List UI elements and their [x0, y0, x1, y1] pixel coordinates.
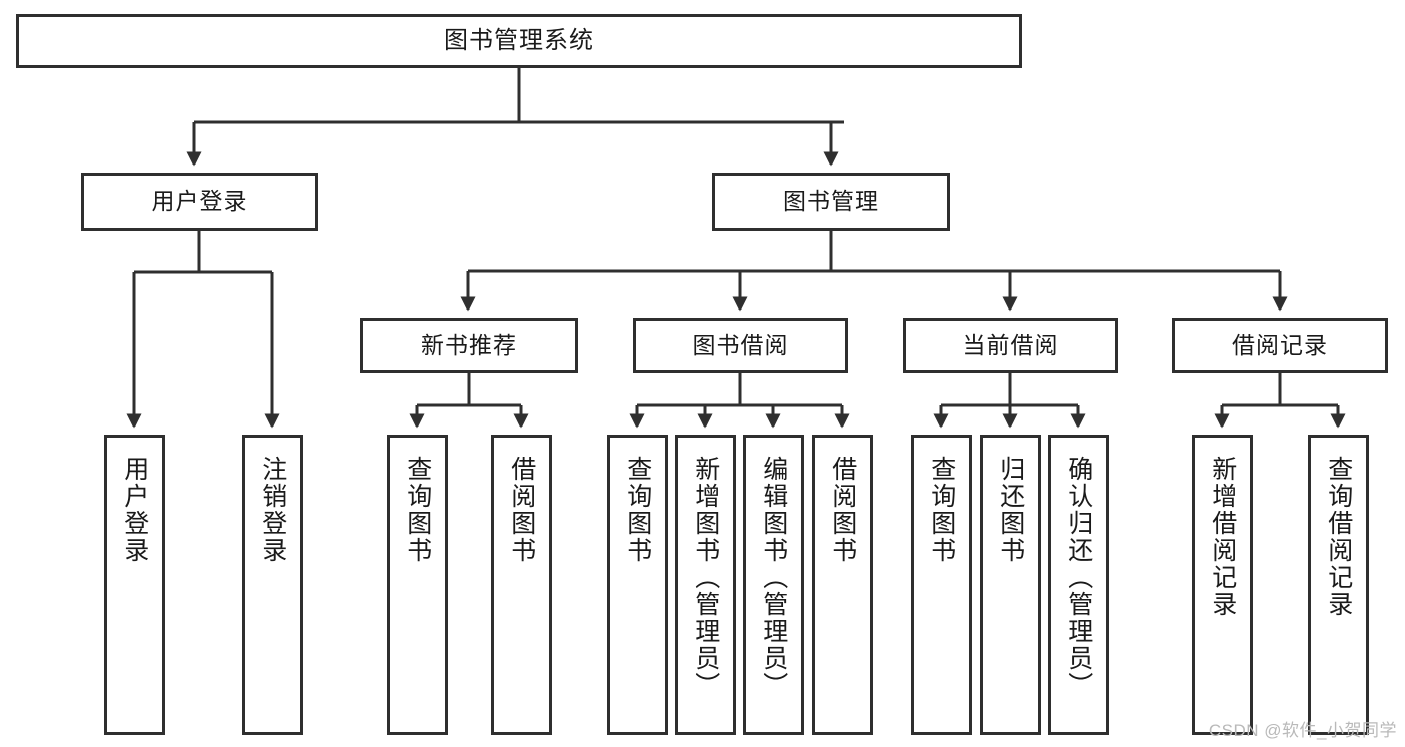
leaf-user-login-1[interactable]: 用户登录 [104, 435, 165, 735]
node-current-borrow[interactable]: 当前借阅 [903, 318, 1118, 373]
leaf-user-login-2[interactable]: 注销登录 [242, 435, 303, 735]
node-label: 确认归还（管理员） [1064, 456, 1093, 699]
node-label: 新增图书（管理员） [691, 456, 720, 699]
node-user-login[interactable]: 用户登录 [81, 173, 318, 231]
node-label: 查询图书 [927, 456, 956, 564]
leaf-book-borrow-1[interactable]: 查询图书 [607, 435, 668, 735]
leaf-current-borrow-3[interactable]: 确认归还（管理员） [1048, 435, 1109, 735]
leaf-new-book-recommend-1[interactable]: 查询图书 [387, 435, 448, 735]
node-label: 借阅记录 [1232, 331, 1328, 358]
node-label: 借阅图书 [828, 456, 857, 564]
node-label: 新书推荐 [421, 331, 517, 358]
leaf-current-borrow-2[interactable]: 归还图书 [980, 435, 1041, 735]
node-label: 借阅图书 [507, 456, 536, 564]
watermark: CSDN @软件_小贺同学 [1208, 721, 1397, 740]
node-label: 图书管理系统 [444, 26, 594, 54]
node-label: 用户登录 [120, 456, 149, 564]
node-new-book-recommend[interactable]: 新书推荐 [360, 318, 578, 373]
node-label: 查询图书 [403, 456, 432, 564]
node-label: 用户登录 [151, 188, 248, 215]
node-label: 图书管理 [783, 188, 879, 215]
node-label: 当前借阅 [962, 331, 1059, 358]
node-book-management-system[interactable]: 图书管理系统 [16, 14, 1022, 68]
leaf-borrow-record-1[interactable]: 新增借阅记录 [1192, 435, 1253, 735]
node-book-management[interactable]: 图书管理 [712, 173, 950, 231]
leaf-new-book-recommend-2[interactable]: 借阅图书 [491, 435, 552, 735]
leaf-book-borrow-3[interactable]: 编辑图书（管理员） [743, 435, 804, 735]
node-label: 图书借阅 [692, 331, 789, 358]
node-book-borrow[interactable]: 图书借阅 [633, 318, 848, 373]
node-label: 编辑图书（管理员） [759, 456, 788, 699]
leaf-book-borrow-4[interactable]: 借阅图书 [812, 435, 873, 735]
leaf-borrow-record-2[interactable]: 查询借阅记录 [1308, 435, 1369, 735]
node-label: 注销登录 [258, 456, 287, 564]
node-label: 查询借阅记录 [1324, 456, 1353, 618]
leaf-current-borrow-1[interactable]: 查询图书 [911, 435, 972, 735]
leaf-book-borrow-2[interactable]: 新增图书（管理员） [675, 435, 736, 735]
node-label: 查询图书 [623, 456, 652, 564]
node-borrow-record[interactable]: 借阅记录 [1172, 318, 1388, 373]
node-label: 新增借阅记录 [1208, 456, 1237, 618]
node-label: 归还图书 [996, 456, 1025, 564]
